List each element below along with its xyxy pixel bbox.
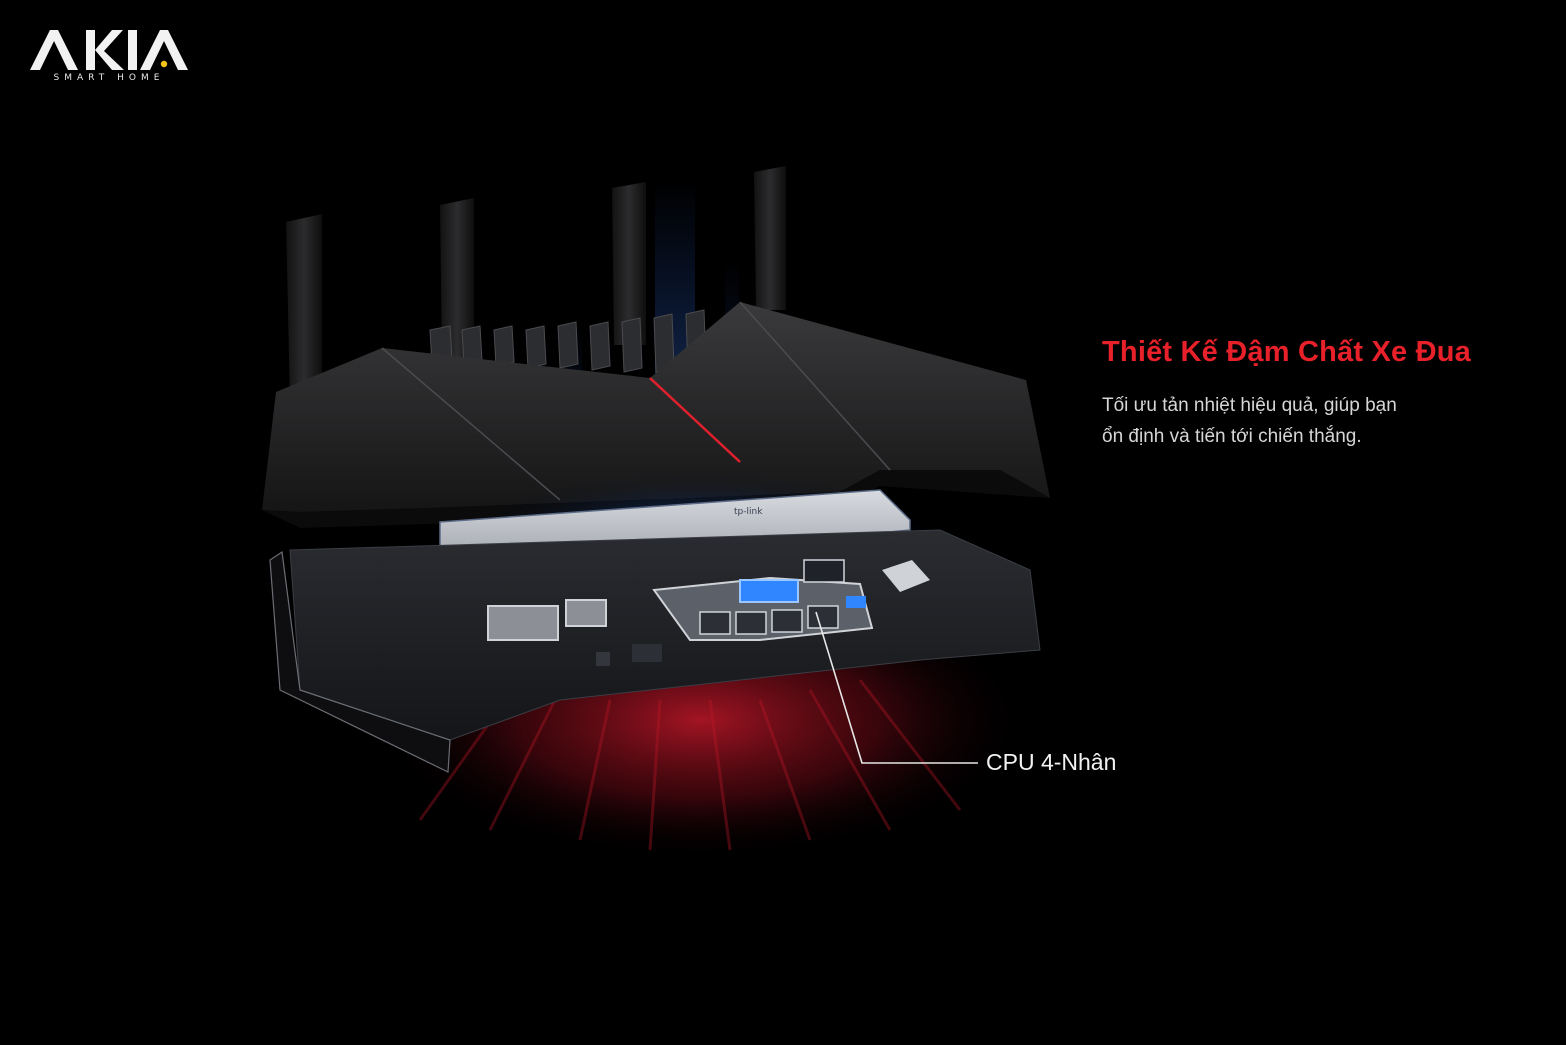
feature-description-line: Tối ưu tản nhiệt hiệu quả, giúp bạn: [1102, 395, 1397, 416]
brand-logo[interactable]: SMART HOME: [28, 26, 190, 86]
board-brand-text: tp-link: [734, 507, 763, 517]
feature-description-line: ổn định và tiến tới chiến thắng.: [1102, 426, 1362, 447]
router-shell: [262, 301, 1050, 528]
antennas: [286, 166, 786, 400]
feature-description: Tối ưu tản nhiệt hiệu quả, giúp bạn ổn đ…: [1102, 390, 1462, 452]
akia-logo-icon: [30, 30, 188, 70]
circuit-board: [269, 529, 1041, 773]
feature-title: Thiết Kế Đậm Chất Xe Đua: [1102, 336, 1471, 368]
cpu-callout-line: [815, 611, 978, 764]
cpu-callout-label: CPU 4-Nhân: [986, 749, 1117, 775]
brand-tagline: SMART HOME: [53, 73, 165, 83]
